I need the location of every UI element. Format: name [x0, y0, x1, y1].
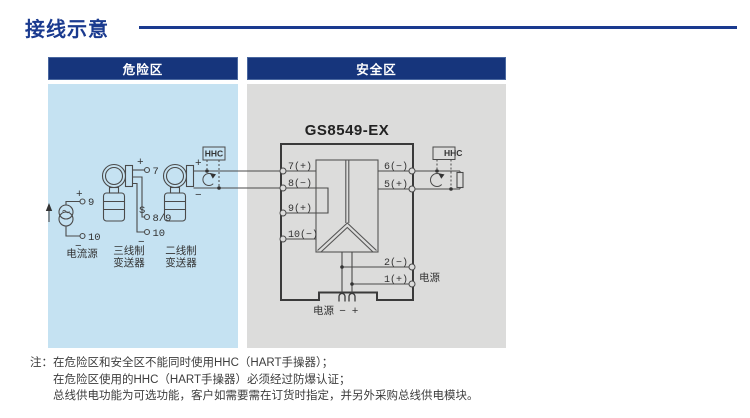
notes-prefix: 注： — [30, 357, 53, 369]
terminal-5-label: 5(+) — [384, 179, 408, 191]
device-outline — [280, 143, 414, 301]
terminal-1-label: 1(+) — [384, 274, 408, 286]
current-source-plus: + — [76, 189, 83, 201]
notes-block: 注： 在危险区和安全区不能同时使用HHC（HART手操器）； 在危险区使用的HH… — [30, 355, 479, 405]
power-side-label: 电源 — [419, 271, 440, 284]
terminal-8-label: 8(−) — [288, 178, 312, 190]
power-bottom-minus: − — [339, 306, 346, 318]
safe-zone-panel — [247, 84, 506, 348]
current-source-terminal-9: 9 — [88, 197, 94, 209]
current-source-symbol — [45, 198, 86, 240]
hhc-hazardous-label: HHC — [205, 149, 223, 159]
terminal-9-label: 9(+) — [288, 203, 312, 215]
two-wire-label-line2: 变送器 — [165, 256, 197, 269]
three-wire-transmitter-symbol — [101, 163, 151, 236]
current-source-label: 电流源 — [66, 247, 98, 260]
three-wire-label-line1: 三线制 — [113, 244, 145, 257]
power-pins — [338, 292, 356, 302]
hazardous-zone-label: 危险区 — [122, 63, 164, 77]
three-wire-terminal-10: 10 — [153, 228, 166, 240]
three-wire-minus: − — [138, 237, 145, 249]
terminal-2-label: 2(−) — [384, 257, 408, 269]
three-wire-label-line2: 变送器 — [113, 256, 145, 269]
load-resistor — [456, 171, 464, 189]
hazardous-zone-header: 危险区 — [48, 57, 238, 80]
three-wire-terminal-7: 7 — [153, 166, 159, 178]
terminal-6-label: 6(−) — [384, 161, 408, 173]
device-internal-wires — [286, 170, 409, 293]
power-bottom-plus: + — [352, 306, 359, 318]
two-wire-minus: − — [195, 190, 202, 202]
title-rule — [139, 26, 737, 29]
current-source-terminal-10: 10 — [88, 232, 101, 244]
device-terminal-circles — [279, 167, 416, 288]
current-source-minus: − — [75, 241, 82, 253]
two-wire-plus: + — [195, 158, 202, 170]
hhc-safe-symbol — [430, 146, 456, 191]
two-wire-transmitter-symbol — [162, 163, 195, 222]
hazardous-zone-panel — [48, 84, 238, 348]
page-title: 接线示意 — [25, 19, 109, 41]
hhc-safe-label: HHC — [444, 148, 462, 158]
three-wire-s-label: S — [139, 205, 145, 217]
note-line-2: 在危险区使用的HHC（HART手操器）必须经过防爆认证； — [53, 373, 351, 386]
device-model-label: GS8549-EX — [305, 122, 390, 139]
hhc-hazardous-symbol — [202, 146, 226, 190]
three-wire-terminal-8-9: 8/9 — [153, 213, 172, 225]
note-line-1: 在危险区和安全区不能同时使用HHC（HART手操器）； — [53, 357, 334, 369]
terminal-10-label: 10(−) — [288, 229, 318, 241]
three-wire-plus: + — [137, 157, 144, 169]
power-bottom-label: 电源 — [313, 304, 334, 317]
safe-zone-header: 安全区 — [247, 57, 506, 80]
terminal-7-label: 7(+) — [288, 161, 312, 173]
note-line-3: 总线供电功能为可选功能，客户如需要需在订货时指定，并另外采购总线供电模块。 — [53, 390, 479, 402]
safe-zone-label: 安全区 — [356, 63, 397, 77]
isolation-block — [315, 159, 379, 253]
two-wire-label-line1: 二线制 — [165, 244, 197, 257]
